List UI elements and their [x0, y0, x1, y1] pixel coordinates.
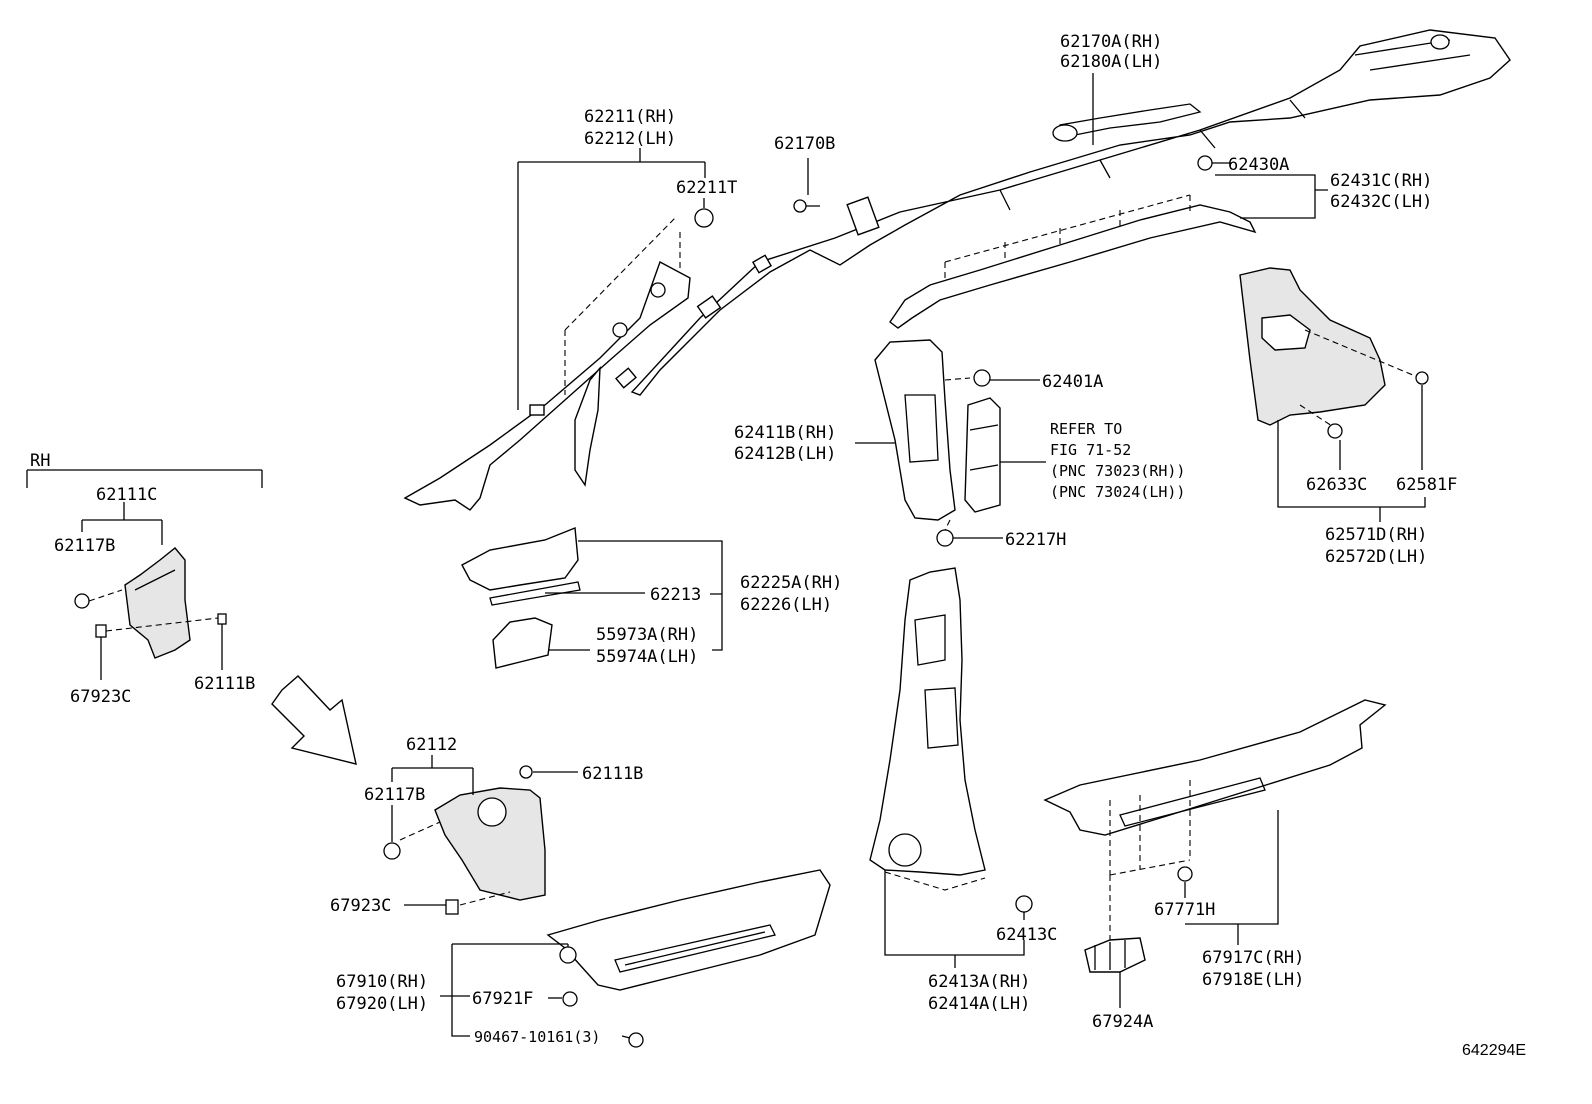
- clip-62111b-a: [217, 613, 227, 625]
- label-62213: 62213: [650, 585, 701, 605]
- clip-67921f: [562, 991, 578, 1007]
- clip-62581f: [1415, 371, 1429, 385]
- clip-62111b-b: [519, 765, 533, 779]
- refer-line-1: REFER TO: [1050, 420, 1122, 438]
- instrument-panel-side-garnish: [461, 527, 581, 669]
- label-62413C: 62413C: [996, 925, 1057, 945]
- label-62226: 62226(LH): [740, 595, 832, 615]
- label-67921F: 67921F: [472, 989, 533, 1009]
- clip-62401a: [973, 369, 991, 387]
- label-62170B: 62170B: [774, 134, 835, 154]
- leader-lines: [26, 73, 1426, 1039]
- rear-pillar-garnish: [1239, 267, 1421, 429]
- label-90467: 90467-10161(3): [474, 1028, 600, 1046]
- clip-62430a: [1197, 155, 1213, 171]
- label-62572D: 62572D(LH): [1325, 547, 1427, 567]
- center-pillar-lower-garnish: [869, 567, 986, 891]
- label-62431C: 62431C(RH): [1330, 171, 1432, 191]
- front-door-scuff-plate: [546, 869, 831, 991]
- label-62432C: 62432C(LH): [1330, 192, 1432, 212]
- scuff-plate-retainer-clip: [1084, 937, 1146, 973]
- section-label-rh: RH: [30, 451, 50, 471]
- label-62117B-b: 62117B: [364, 785, 425, 805]
- label-62111B-a: 62111B: [194, 674, 255, 694]
- label-62225A: 62225A(RH): [740, 573, 842, 593]
- label-67771H: 67771H: [1154, 900, 1215, 920]
- front-pillar-garnish: [403, 217, 691, 511]
- label-62212: 62212(LH): [584, 129, 676, 149]
- rear-roof-rail-trim: [889, 194, 1257, 329]
- refer-line-3: (PNC 73023(RH)): [1050, 462, 1185, 480]
- labels: 62170A(RH) 62180A(LH) 62211(RH) 62212(LH…: [30, 32, 1526, 1059]
- label-67910: 67910(RH): [336, 972, 428, 992]
- label-62412B: 62412B(LH): [734, 444, 836, 464]
- label-62170A: 62170A(RH): [1060, 32, 1162, 52]
- label-67917C: 67917C(RH): [1202, 948, 1304, 968]
- clip-67923c-b: [445, 899, 459, 915]
- label-62117B-a: 62117B: [54, 536, 115, 556]
- direction-arrow: [271, 675, 357, 765]
- label-62211T: 62211T: [676, 178, 737, 198]
- clip-62217h: [936, 529, 954, 547]
- refer-line-4: (PNC 73024(LH)): [1050, 483, 1185, 501]
- label-62180A: 62180A(LH): [1060, 52, 1162, 72]
- clip-62117b-a: [74, 593, 90, 609]
- label-67923C-b: 67923C: [330, 896, 391, 916]
- label-62411B: 62411B(RH): [734, 423, 836, 443]
- label-62413A: 62413A(RH): [928, 972, 1030, 992]
- clip-67771h: [1177, 866, 1193, 882]
- label-62111C: 62111C: [96, 485, 157, 505]
- label-62401A: 62401A: [1042, 372, 1103, 392]
- rear-door-scuff-plate: [1043, 699, 1387, 876]
- label-62633C: 62633C: [1306, 475, 1367, 495]
- cowl-side-trim: [399, 787, 546, 906]
- roof-side-rail-garnish: [615, 29, 1511, 396]
- label-62571D: 62571D(RH): [1325, 525, 1427, 545]
- label-62111B-b: 62111B: [582, 764, 643, 784]
- clip-90467: [628, 1032, 644, 1048]
- drawing-number: 642294E: [1462, 1042, 1526, 1059]
- refer-line-2: FIG 71-52: [1050, 441, 1131, 459]
- center-pillar-upper-garnish: [874, 339, 1001, 531]
- clip-62211t: [694, 208, 714, 228]
- label-62211: 62211(RH): [584, 107, 676, 127]
- clip-62170b: [793, 199, 807, 213]
- label-67920: 67920(LH): [336, 994, 428, 1014]
- clip-67923c-a: [95, 624, 107, 638]
- clip-62117b-b: [383, 842, 401, 860]
- label-62112: 62112: [406, 735, 457, 755]
- label-55973A: 55973A(RH): [596, 625, 698, 645]
- label-67918E: 67918E(LH): [1202, 970, 1304, 990]
- label-62217H: 62217H: [1005, 530, 1066, 550]
- clip-67910: [559, 946, 577, 964]
- label-55974A: 55974A(LH): [596, 647, 698, 667]
- label-62430A: 62430A: [1228, 155, 1289, 175]
- label-67924A: 67924A: [1092, 1012, 1153, 1032]
- clips: [74, 155, 1429, 1048]
- label-67923C-a: 67923C: [70, 687, 131, 707]
- cowl-side-trim-rh: [124, 547, 191, 659]
- label-62581F: 62581F: [1396, 475, 1457, 495]
- clip-62413c: [1015, 895, 1033, 913]
- label-62414A: 62414A(LH): [928, 994, 1030, 1014]
- clip-62633c: [1327, 423, 1343, 439]
